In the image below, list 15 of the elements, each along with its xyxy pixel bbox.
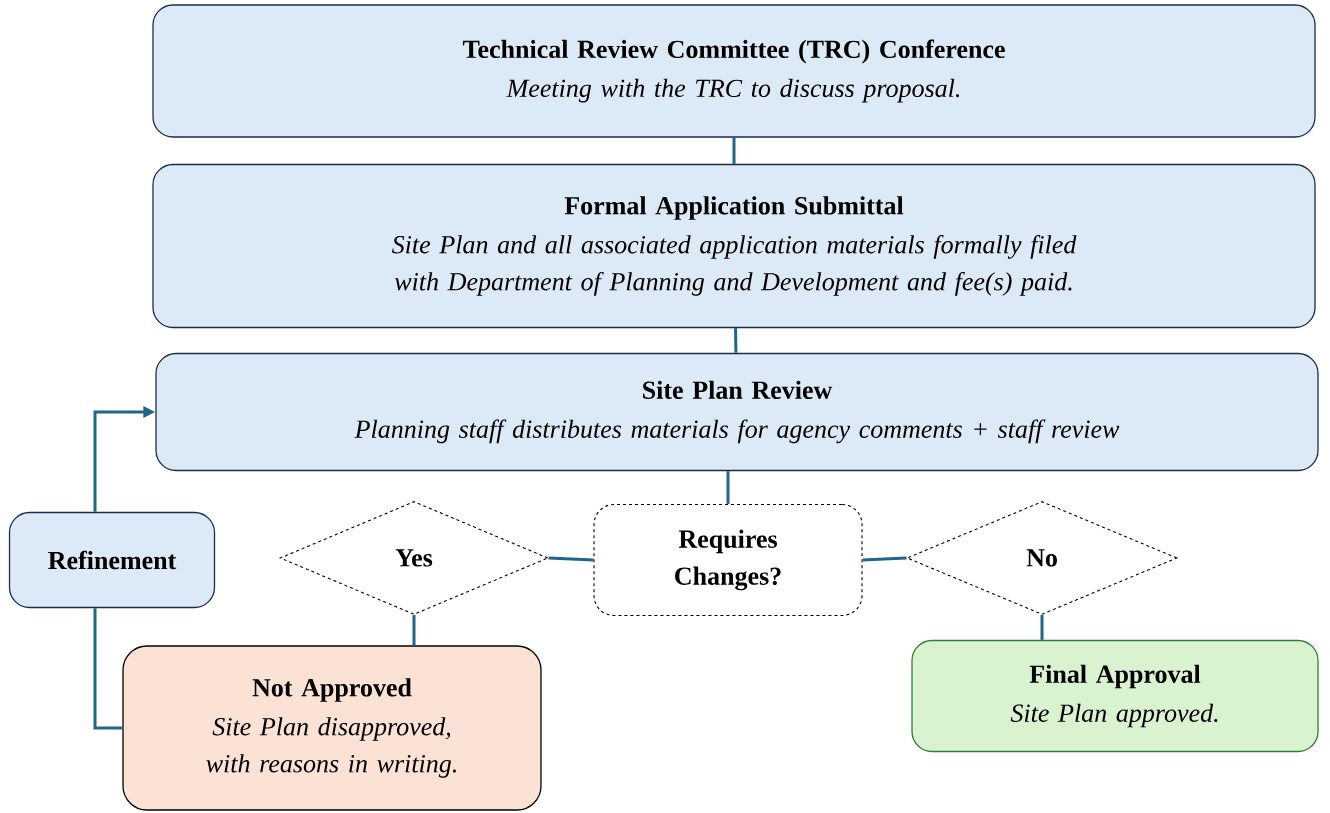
connector-line xyxy=(93,608,123,730)
process-box: Refinement xyxy=(8,511,216,609)
connector-line xyxy=(734,328,738,353)
connector-line xyxy=(862,556,907,562)
decision-box: Requires Changes? xyxy=(593,503,863,617)
connector-line xyxy=(732,137,736,164)
process-box: Site Plan Review Planning staff distributes materials for agency comments + staff review xyxy=(155,352,1319,472)
outcome-box: Not Approved Site Plan disapproved, with reasons in writing. xyxy=(122,645,542,811)
connector-line xyxy=(726,471,730,504)
process-box: Technical Review Committee (TRC) Conference Meeting with the TRC to discuss proposal. xyxy=(152,4,1316,138)
process-box: Formal Application Submittal Site Plan and all associated application materials formally filed with Department of Planning and Development and fee(s) paid. xyxy=(152,163,1316,329)
connector-line xyxy=(1040,615,1044,640)
outcome-box: Final Approval Site Plan approved. xyxy=(911,639,1319,753)
connector-line xyxy=(412,615,416,646)
connector-line xyxy=(548,556,594,562)
